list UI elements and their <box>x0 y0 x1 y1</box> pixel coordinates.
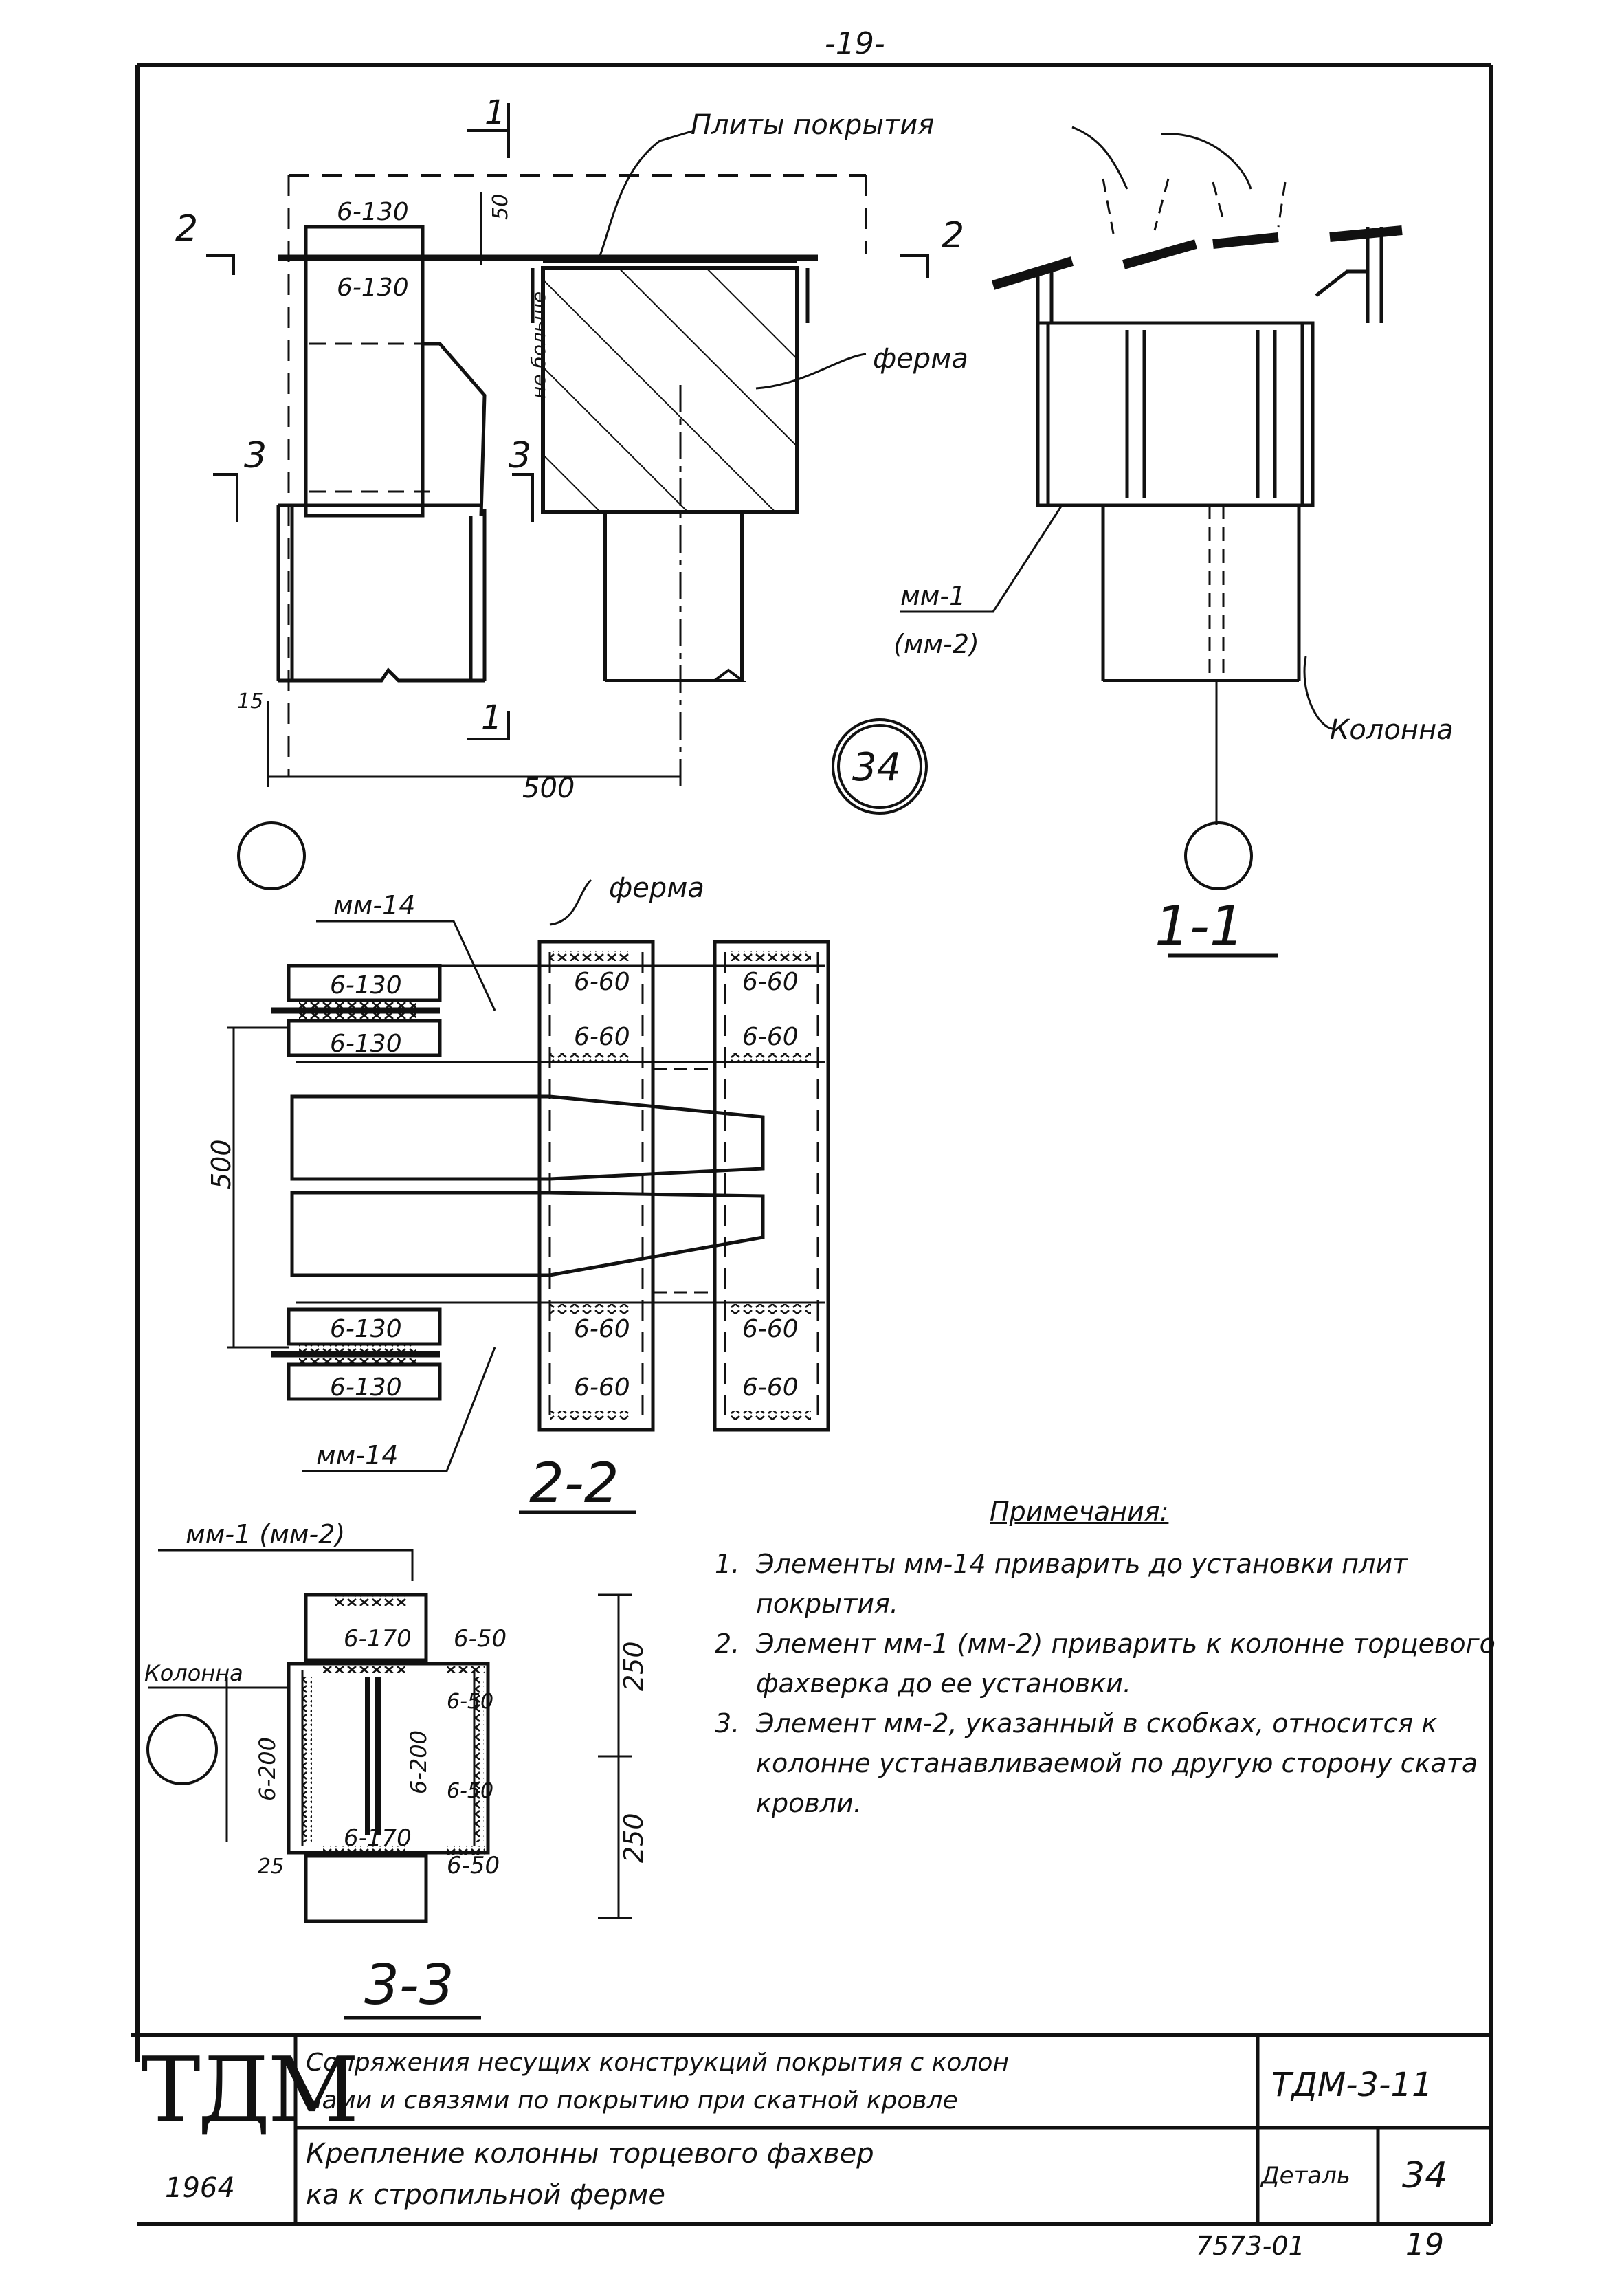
mm14-top-label: мм-14 <box>333 890 415 920</box>
weld-6-130-d: 6-130 <box>330 1030 402 1058</box>
note-item: 3. Элемент мм-2, указанный в скобках, от… <box>715 1703 1539 1823</box>
cut-1-bottom: 1 <box>481 698 502 737</box>
note-text: Элемент мм-2, указанный в скобках, относ… <box>756 1708 1478 1818</box>
roof-slabs-label: Плиты покрытия <box>691 109 934 141</box>
weld-6-60-f: 6-60 <box>742 1315 799 1343</box>
note-number: 1. <box>715 1549 740 1579</box>
weld-6-130-e: 6-130 <box>330 1315 402 1343</box>
weld-6-60-a: 6-60 <box>574 968 630 996</box>
section-1-1 <box>991 178 1403 958</box>
detail-circles <box>146 718 1253 1785</box>
weld-6-50-d: 6-50 <box>447 1852 500 1879</box>
mm1-mm2-33-label: мм-1 (мм-2) <box>186 1519 345 1549</box>
weld-6-60-c: 6-60 <box>574 1023 630 1051</box>
tdm-logo: ТДМ <box>141 2038 359 2142</box>
note-text: Элементы мм-14 приварить до установки пл… <box>756 1549 1408 1619</box>
weld-6-130-b: 6-130 <box>337 274 409 302</box>
year: 1964 <box>165 2172 235 2204</box>
note-number: 3. <box>715 1708 740 1738</box>
mm14-bottom-label: мм-14 <box>316 1440 398 1470</box>
truss-22-label: ферма <box>609 872 704 904</box>
column-label: Колонна <box>1330 714 1454 746</box>
section-2-2 <box>227 940 830 1514</box>
section-3-3 <box>225 1593 632 2020</box>
section-label-2-2: 2-2 <box>529 1451 619 1515</box>
cut-3-right: 3 <box>509 435 531 476</box>
dim-250a: 250 <box>619 1641 649 1691</box>
detail-value: 34 <box>1402 2155 1448 2196</box>
cut-3-left: 3 <box>244 435 267 476</box>
notes-block: Примечания: 1. Элементы мм-14 приварить … <box>715 1492 1539 1823</box>
footer-code: 7573-01 <box>1196 2231 1305 2261</box>
weld-hatches-2-2 <box>299 951 811 1420</box>
cut-1-top: 1 <box>485 93 506 132</box>
dim-25: 25 <box>258 1855 284 1879</box>
detail-label: Деталь <box>1261 2162 1350 2189</box>
weld-6-130-a: 6-130 <box>337 198 409 226</box>
weld-6-200-a: 6-200 <box>254 1737 280 1801</box>
section-label-1-1: 1-1 <box>1155 894 1245 958</box>
note-item: 1. Элементы мм-14 приварить до установки… <box>715 1544 1539 1624</box>
weld-6-170-a: 6-170 <box>344 1625 412 1653</box>
weld-6-50-c: 6-50 <box>447 1779 493 1803</box>
title-line-1: Сопряжения несущих конструкций покрытия … <box>306 2049 1009 2077</box>
weld-6-60-g: 6-60 <box>574 1373 630 1402</box>
title-line-2: нами и связями по покрытию при скатной к… <box>306 2086 958 2115</box>
dim-15: 15 <box>237 689 263 714</box>
title-block-lines <box>293 2035 1491 2224</box>
weld-6-60-e: 6-60 <box>574 1315 630 1343</box>
weld-6-130-f: 6-130 <box>330 1373 402 1402</box>
dim-50: 50 <box>489 194 513 220</box>
footer-page: 19 <box>1405 2227 1444 2262</box>
truss-label: ферма <box>873 343 968 375</box>
section-label-3-3: 3-3 <box>364 1953 454 2017</box>
detail-number: 34 <box>852 745 901 790</box>
mm1-label: мм-1 <box>900 581 966 611</box>
drawing-code: ТДМ-3-11 <box>1271 2066 1433 2104</box>
weld-6-50-a: 6-50 <box>454 1625 507 1653</box>
elevation-view <box>206 103 929 787</box>
subtitle-line-1: Крепление колонны торцевого фахвер <box>306 2138 874 2170</box>
weld-6-60-b: 6-60 <box>742 968 799 996</box>
column-33-label: Колонна <box>144 1660 243 1686</box>
page-frame <box>131 63 1493 2226</box>
mm2-label: (мм-2) <box>893 629 979 659</box>
dim-250b: 250 <box>619 1813 649 1863</box>
page-number: -19- <box>825 26 885 61</box>
weld-6-60-h: 6-60 <box>742 1373 799 1402</box>
weld-6-60-d: 6-60 <box>742 1023 799 1051</box>
weld-6-50-b: 6-50 <box>447 1690 493 1714</box>
weld-6-200-b: 6-200 <box>405 1730 432 1794</box>
dim-500: 500 <box>522 773 575 804</box>
weld-6-170-b: 6-170 <box>344 1824 412 1852</box>
note-item: 2. Элемент мм-1 (мм-2) приварить к колон… <box>715 1624 1539 1703</box>
truss-section <box>531 259 810 682</box>
note-number: 2. <box>715 1629 740 1659</box>
notes-title: Примечания: <box>990 1497 1169 1527</box>
cut-2-right: 2 <box>942 215 964 256</box>
weld-6-130-c: 6-130 <box>330 971 402 1000</box>
cut-2-left: 2 <box>175 208 198 250</box>
not-more-label: не больше <box>527 291 550 399</box>
dim-500-22: 500 <box>206 1139 236 1189</box>
note-text: Элемент мм-1 (мм-2) приварить к колонне … <box>756 1629 1495 1699</box>
weld-hatches-3-3 <box>302 1596 485 1855</box>
leader-lines <box>148 126 1334 1689</box>
subtitle-line-2: ка к стропильной ферме <box>306 2179 666 2211</box>
